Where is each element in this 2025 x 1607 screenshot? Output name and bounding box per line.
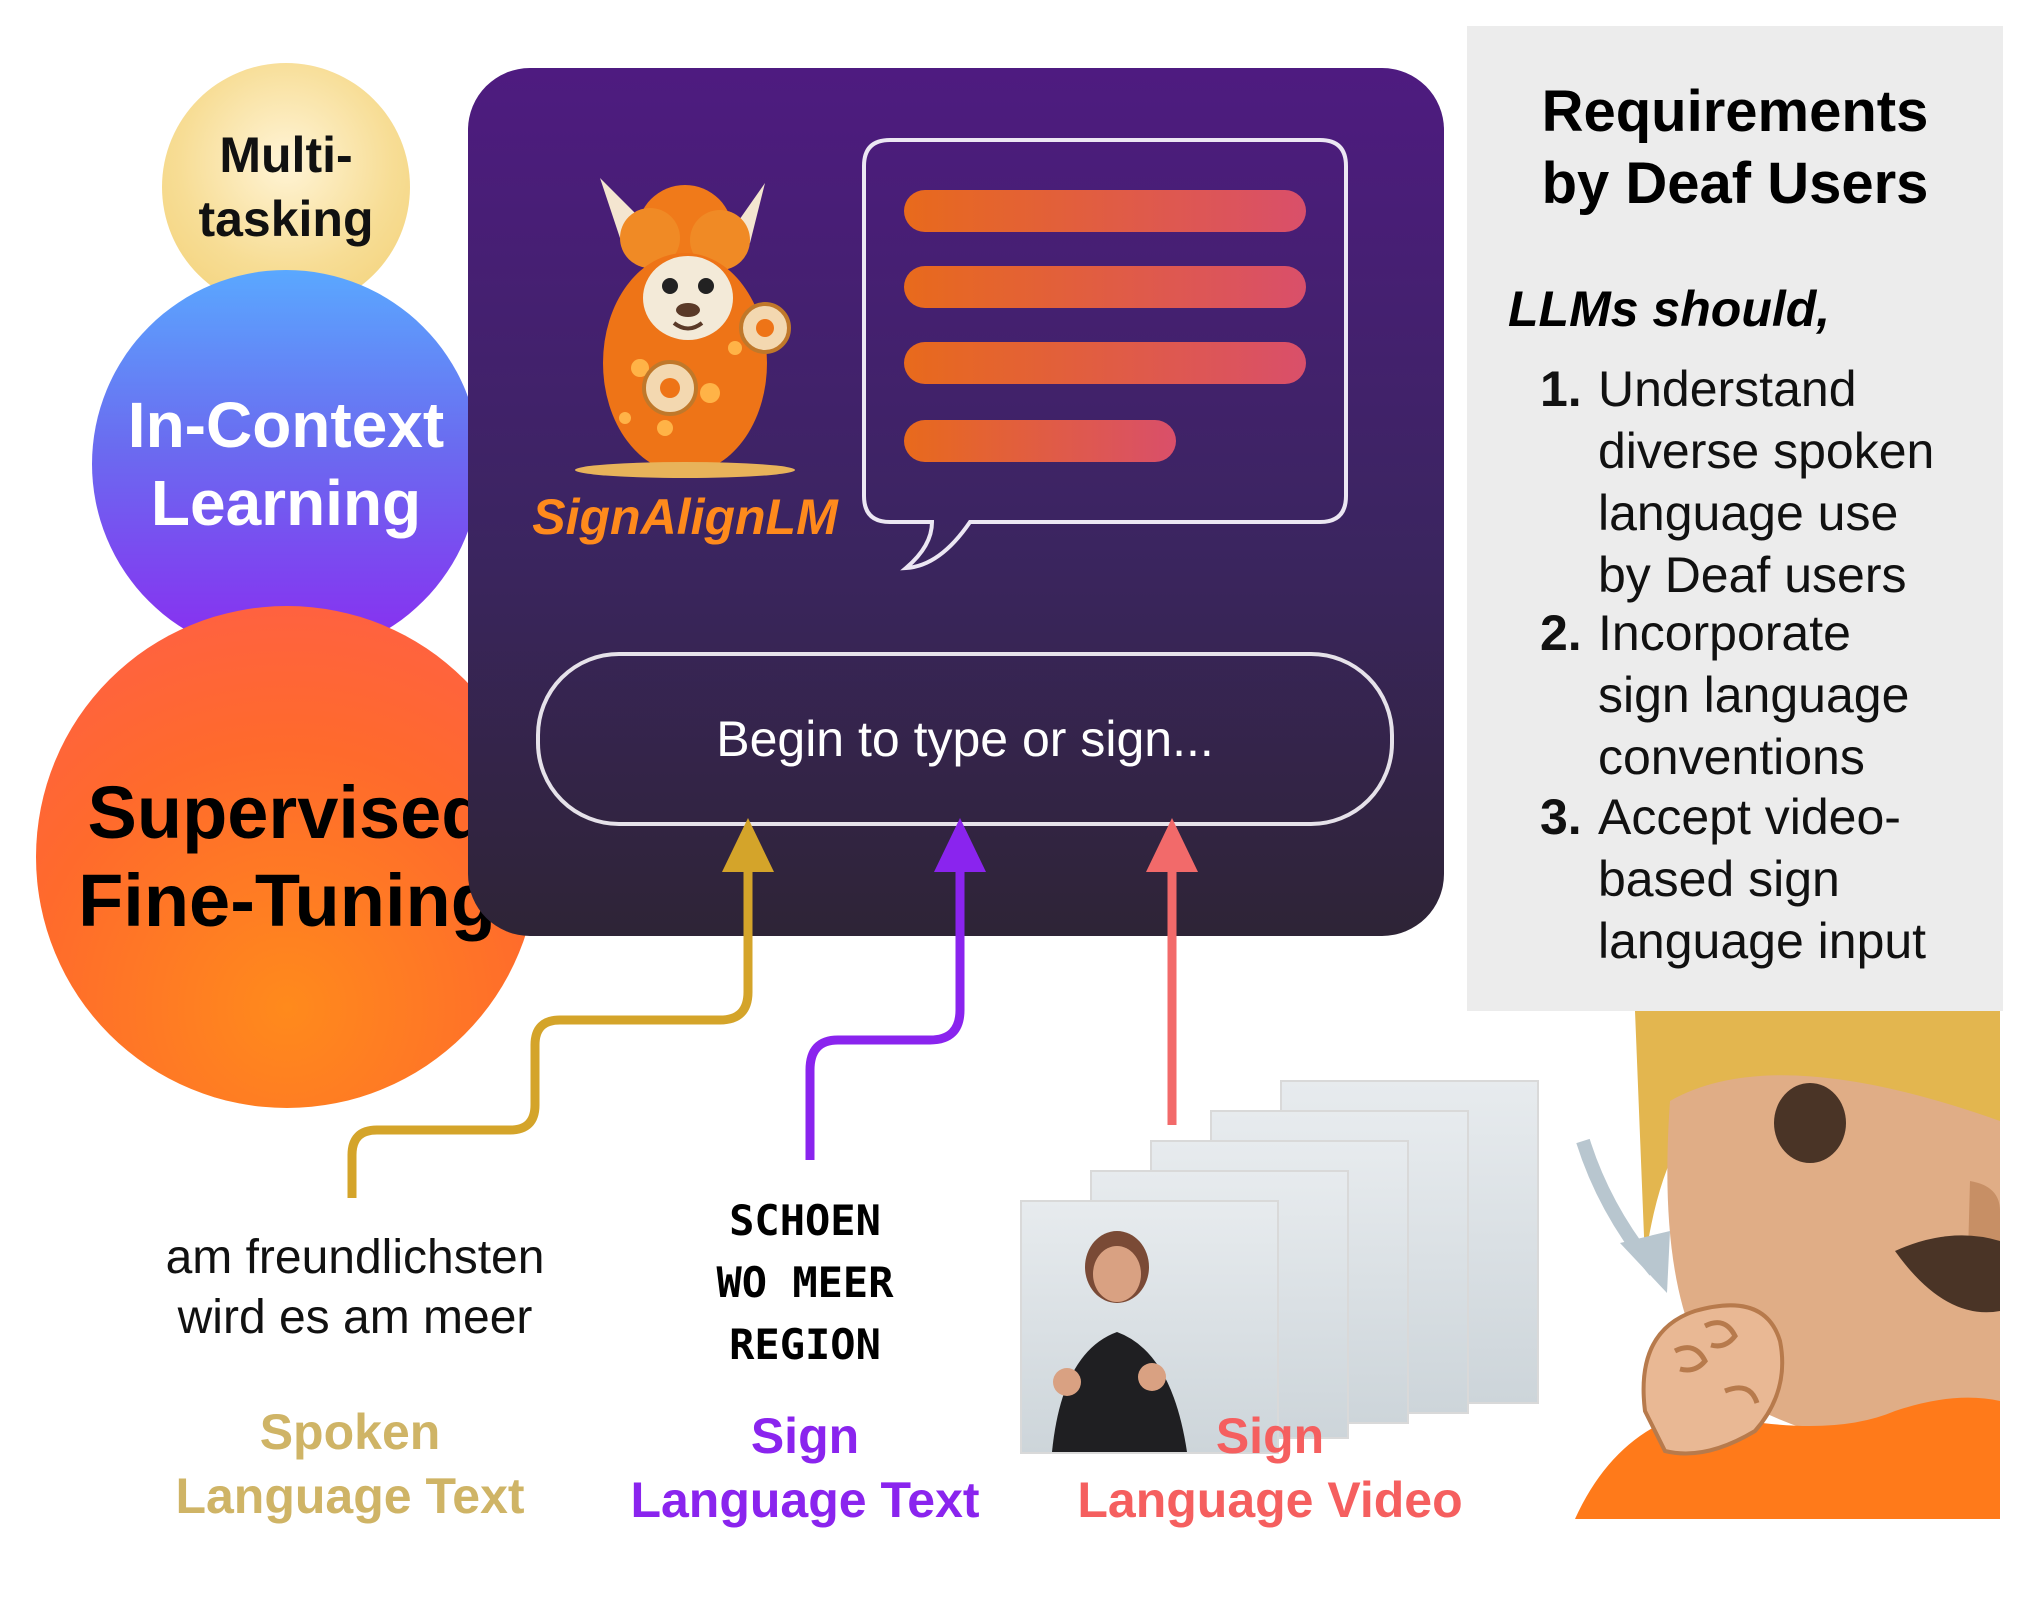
spoken-language-example: am freundlichsten wird es am meer: [165, 1231, 545, 1344]
chat-input-placeholder: Begin to type or sign...: [716, 711, 1214, 767]
signer-avatar-icon: [1575, 1011, 2000, 1519]
sign-language-video-label: Sign Language Video: [1077, 1408, 1463, 1528]
requirement-number: 1.: [1540, 361, 1582, 417]
supervised-fine-tuning-circle: Supervised Fine-Tuning: [36, 606, 538, 1108]
in-context-learning-circle: In-Context Learning: [92, 270, 480, 658]
requirement-number: 3.: [1540, 789, 1582, 845]
supervised-fine-tuning-label: Supervised Fine-Tuning: [78, 771, 496, 942]
requirements-lead: LLMs should,: [1508, 281, 1831, 337]
spoken-language-text-label: Spoken Language Text: [175, 1404, 525, 1524]
multitasking-label: Multi- tasking: [198, 127, 374, 247]
llama-mascot-icon: [575, 178, 795, 478]
signer-figure-icon: [1052, 1231, 1187, 1452]
requirement-number: 2.: [1540, 605, 1582, 661]
video-frame: [1020, 1200, 1279, 1454]
model-name: SignAlignLM: [532, 489, 838, 545]
requirement-text: Accept video- based sign language input: [1598, 789, 1927, 969]
requirements-panel: [1467, 26, 2003, 1011]
chat-input[interactable]: Begin to type or sign...: [536, 652, 1394, 826]
requirement-text: Incorporate sign language conventions: [1598, 605, 1910, 785]
in-context-learning-label: In-Context Learning: [127, 389, 445, 539]
speech-bubble-icon: [862, 138, 1348, 571]
requirement-text: Understand diverse spoken language use b…: [1598, 361, 1935, 603]
multitasking-circle: Multi- tasking: [162, 63, 410, 311]
sign-gloss-example: SCHOEN WO MEER REGION: [716, 1196, 894, 1369]
sign-language-text-label: Sign Language Text: [630, 1408, 980, 1528]
requirements-title: Requirements by Deaf Users: [1541, 79, 1929, 216]
